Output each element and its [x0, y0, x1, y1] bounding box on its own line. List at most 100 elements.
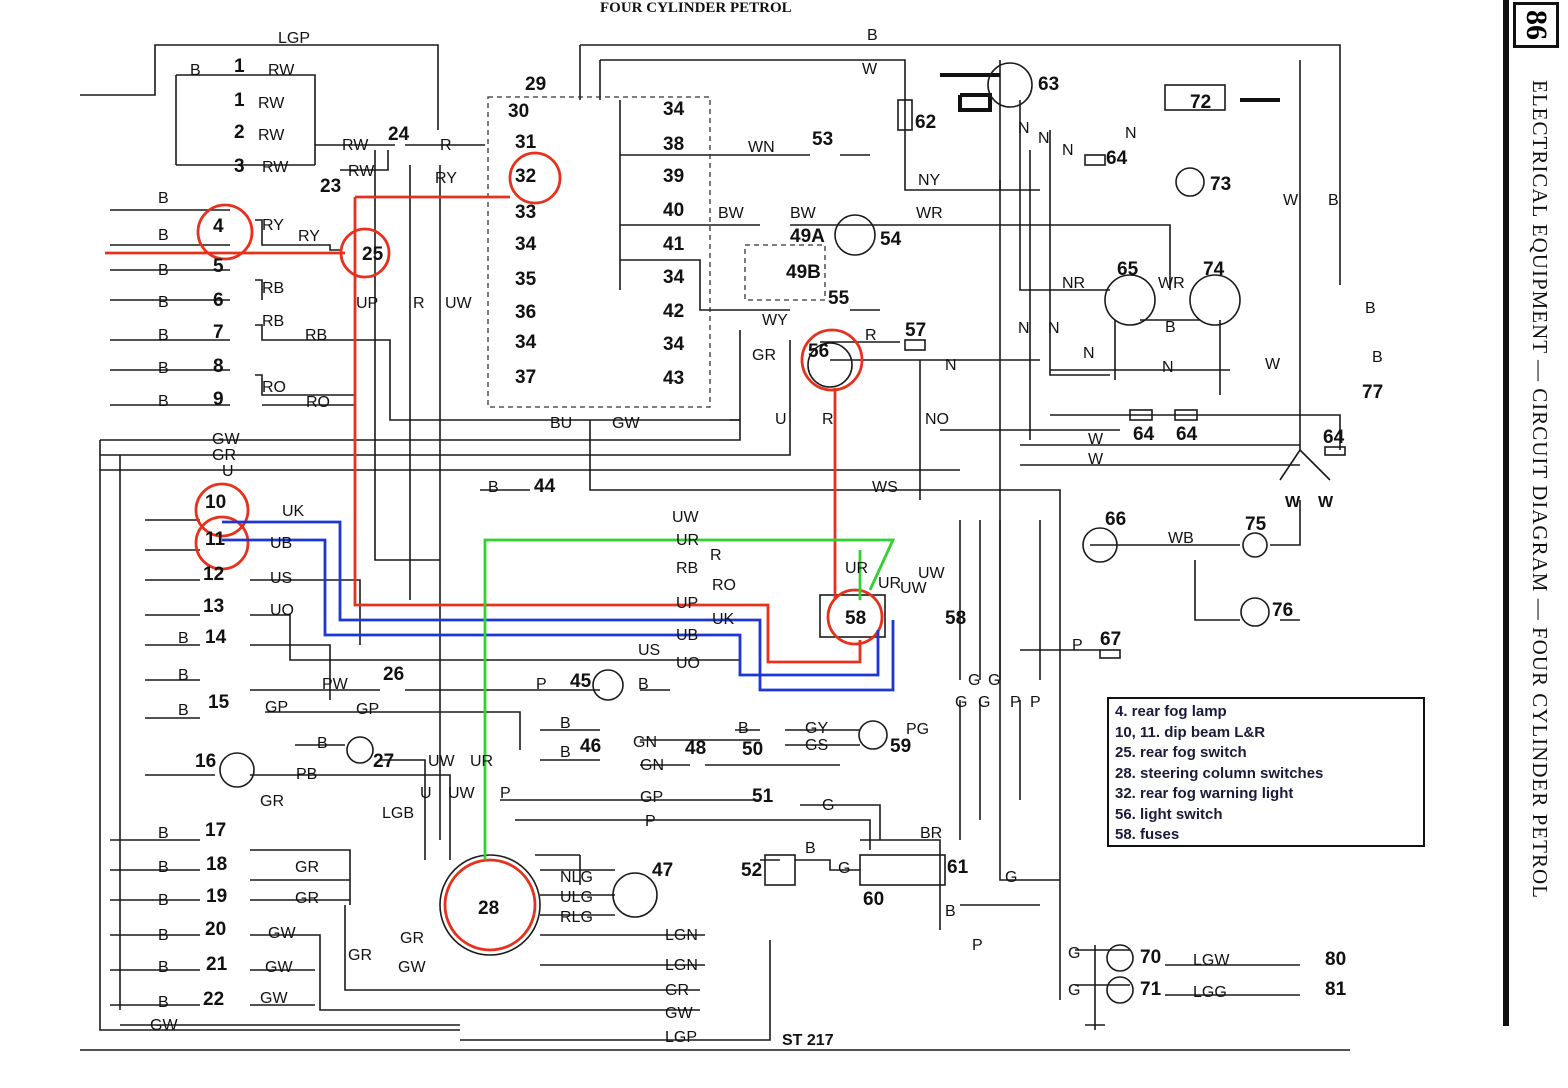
- component-34d-label: 34: [663, 267, 685, 288]
- legend-item: 28. steering column switches: [1115, 764, 1324, 782]
- wire-b-60: B: [805, 840, 816, 857]
- wire-bw-2: BW: [790, 205, 817, 222]
- wire-uw-low2: UW: [448, 785, 476, 802]
- component-1b-label: 1: [234, 90, 245, 111]
- wire-w-5: W: [1285, 494, 1301, 511]
- wire-gr-18: GR: [295, 859, 319, 876]
- component-49b-label: 49B: [786, 262, 821, 283]
- wire-g-61: G: [1005, 869, 1017, 886]
- wire-gw-bus: GW: [398, 959, 426, 976]
- wire-gr-16: GR: [260, 793, 284, 810]
- wire-up: UP: [356, 295, 378, 312]
- component-25-label: 25: [362, 244, 384, 265]
- wire-bus-ub: UB: [676, 627, 698, 644]
- component-13-label: 13: [203, 596, 224, 617]
- component-12-label: 12: [203, 564, 224, 585]
- wire-bus-uo: UO: [676, 655, 700, 672]
- wire-ro-1: RO: [262, 379, 286, 396]
- wire-w-6: W: [1318, 494, 1334, 511]
- wire-g-3: G: [955, 694, 967, 711]
- wire-no: NO: [925, 411, 949, 428]
- component-symbols: [219, 62, 1346, 1004]
- component-28-label: 28: [478, 898, 499, 919]
- legend-item: 4. rear fog lamp: [1115, 703, 1227, 720]
- legend-item: 10, 11. dip beam L&R: [1115, 723, 1266, 741]
- wire-b-19: B: [158, 892, 169, 909]
- wire-b-5: B: [158, 262, 169, 279]
- black-wiring: [80, 44, 1350, 1051]
- wire-bus-ur: UR: [676, 532, 699, 549]
- wire-b-61: B: [945, 903, 956, 920]
- component-27-label: 27: [373, 751, 394, 772]
- wire-p-67: P: [1072, 637, 1083, 654]
- wire-b-8: B: [158, 360, 169, 377]
- wire-n-56: N: [945, 357, 957, 374]
- fuse-box-29: [487, 96, 711, 408]
- component-77-label: 77: [1362, 382, 1383, 403]
- wire-b-6: B: [158, 294, 169, 311]
- wire-ub: UB: [270, 535, 292, 552]
- wire-b-17: B: [158, 825, 169, 842]
- wire-wr-1: WR: [916, 205, 943, 222]
- wire-n-3: N: [1062, 142, 1074, 159]
- wire-nlg: NLG: [560, 869, 593, 886]
- wire-n-2: N: [1038, 130, 1050, 147]
- wire-gn-2: GN: [640, 757, 664, 774]
- wire-gw-bottom2: GW: [665, 1005, 693, 1022]
- wire-b-21: B: [158, 959, 169, 976]
- component-49a-label: 49A: [790, 226, 825, 247]
- wire-rw-5: RW: [342, 137, 369, 154]
- wire-b-15b: B: [178, 702, 189, 719]
- wire-lgg: LGG: [1193, 984, 1227, 1001]
- legend-item: 56. light switch: [1115, 805, 1223, 823]
- wire-lgb: LGB: [382, 805, 414, 822]
- wire-b-2: B: [1328, 192, 1339, 209]
- component-74-label: 74: [1203, 259, 1225, 280]
- wire-ulg: ULG: [560, 889, 593, 906]
- wire-w-4: W: [1088, 451, 1104, 468]
- wire-gr-bottom: GR: [665, 982, 689, 999]
- component-55-label: 55: [828, 288, 850, 309]
- component-34e-label: 34: [663, 334, 685, 355]
- component-39-label: 39: [663, 166, 684, 187]
- wire-wy: WY: [762, 312, 788, 329]
- component-65-label: 65: [1117, 259, 1139, 280]
- component-3-label: 3: [234, 156, 245, 177]
- component-58b-label: 58: [945, 608, 966, 629]
- component-34b-label: 34: [515, 332, 537, 353]
- component-42-label: 42: [663, 301, 684, 322]
- wire-n-4: N: [1125, 125, 1137, 142]
- wire-rw-4: RW: [262, 159, 289, 176]
- component-43-label: 43: [663, 368, 684, 389]
- component-9-label: 9: [213, 389, 224, 410]
- component-46-label: 46: [580, 736, 601, 757]
- component-33-label: 33: [515, 202, 536, 223]
- wire-n-5: N: [1018, 320, 1030, 337]
- wire-w-3: W: [1088, 431, 1104, 448]
- wire-b-4r: B: [158, 190, 169, 207]
- wire-lgw: LGW: [1193, 952, 1230, 969]
- wire-uw-58: UW: [918, 565, 946, 582]
- wire-rlg: RLG: [560, 909, 593, 926]
- wire-br: BR: [920, 825, 942, 842]
- component-75-label: 75: [1245, 514, 1267, 535]
- wire-gr-bus: GR: [348, 947, 372, 964]
- component-53-label: 53: [812, 129, 833, 150]
- wire-u-1: U: [775, 411, 787, 428]
- component-30-label: 30: [508, 101, 529, 122]
- component-5-label: 5: [213, 256, 224, 277]
- component-80-label: 80: [1325, 949, 1346, 970]
- component-61-label: 61: [947, 857, 969, 878]
- relay-box-49b: [744, 244, 826, 301]
- wire-lgp-bottom: LGP: [665, 1029, 697, 1046]
- wire-p-45: P: [536, 676, 547, 693]
- wire-g-4: G: [978, 694, 990, 711]
- wire-bus-rb: RB: [676, 560, 698, 577]
- component-14-label: 14: [205, 627, 227, 648]
- wire-lgn-1: LGN: [665, 927, 698, 944]
- wire-uw-58b: UW: [900, 580, 928, 597]
- component-23-label: 23: [320, 176, 341, 197]
- component-63-label: 63: [1038, 74, 1059, 95]
- wire-ry-2: RY: [262, 217, 284, 234]
- wire-gs: GS: [805, 737, 828, 754]
